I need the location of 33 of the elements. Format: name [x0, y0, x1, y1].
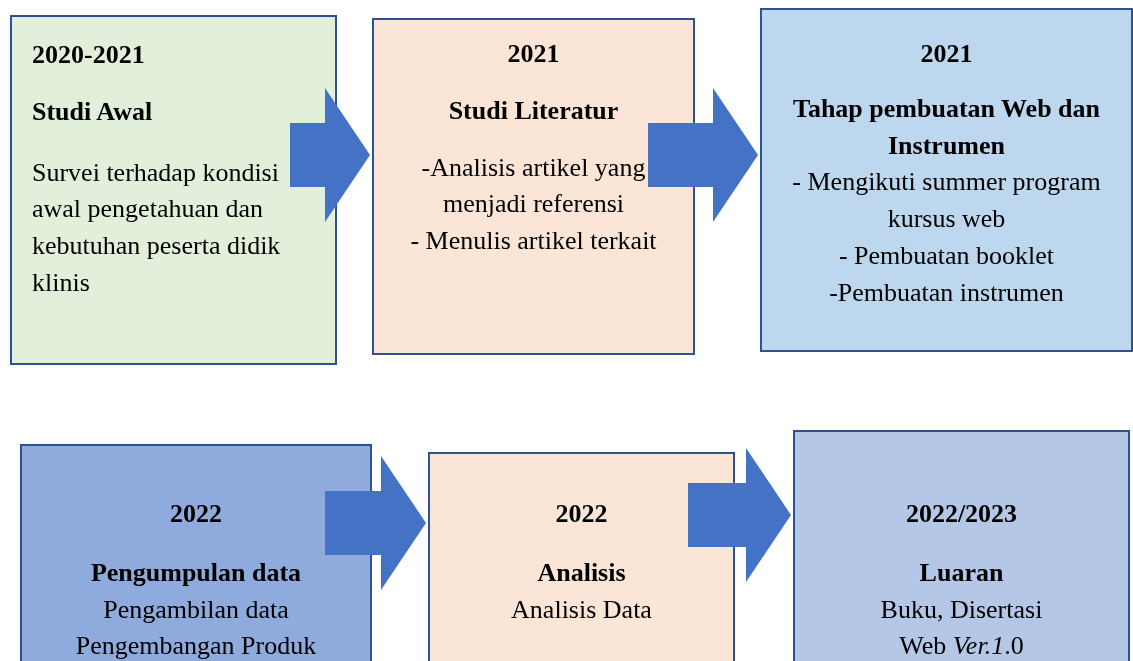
- stage-box: [372, 18, 695, 355]
- stage-description: Web Ver.1.0: [899, 630, 1024, 661]
- year-label: 2021: [507, 38, 560, 70]
- stage-box: [20, 444, 372, 661]
- block-arrow: [648, 88, 758, 222]
- stage-title: Luaran: [919, 557, 1004, 590]
- stage-description: Pengembangan Produk: [75, 630, 317, 661]
- stage-description: - Pembuatan booklet: [838, 239, 1055, 272]
- year-label: 2022: [170, 498, 222, 530]
- stage-description: Pengambilan data: [103, 593, 289, 626]
- stage-description: Buku, Disertasi: [880, 593, 1043, 626]
- block-arrow: [688, 448, 791, 582]
- year-label: 2022/2023: [905, 498, 1018, 530]
- stage-title: Studi Literatur: [448, 95, 619, 128]
- block-arrow: [290, 88, 370, 222]
- stage-description: -Analisis artikel yang menjadi referensi: [420, 151, 647, 221]
- stage-description: Analisis Data: [511, 593, 652, 626]
- year-label: 2020-2021: [32, 39, 145, 71]
- year-label: 2022: [555, 498, 608, 530]
- stage-box: [760, 8, 1133, 352]
- stage-title: Studi Awal: [32, 96, 153, 129]
- stage-description: - Mengikuti summer program kursus web: [791, 165, 1102, 235]
- stage-box: [10, 15, 337, 365]
- block-arrow: [325, 456, 426, 590]
- stage-box: [428, 452, 735, 661]
- stage-title: Pengumpulan data: [90, 557, 302, 590]
- stage-description: Survei terhadap kondisi awal pengetahuan dan kebutuhan peserta didik klinis: [32, 156, 282, 300]
- stage-title: Tahap pembuatan Web dan Instrumen: [791, 93, 1102, 162]
- stage-title: Analisis: [537, 557, 626, 590]
- stage-box: [793, 430, 1130, 661]
- stage-description: -Pembuatan instrumen: [829, 276, 1064, 309]
- year-label: 2021: [920, 38, 973, 70]
- stage-description: - Menulis artikel terkait: [410, 225, 657, 258]
